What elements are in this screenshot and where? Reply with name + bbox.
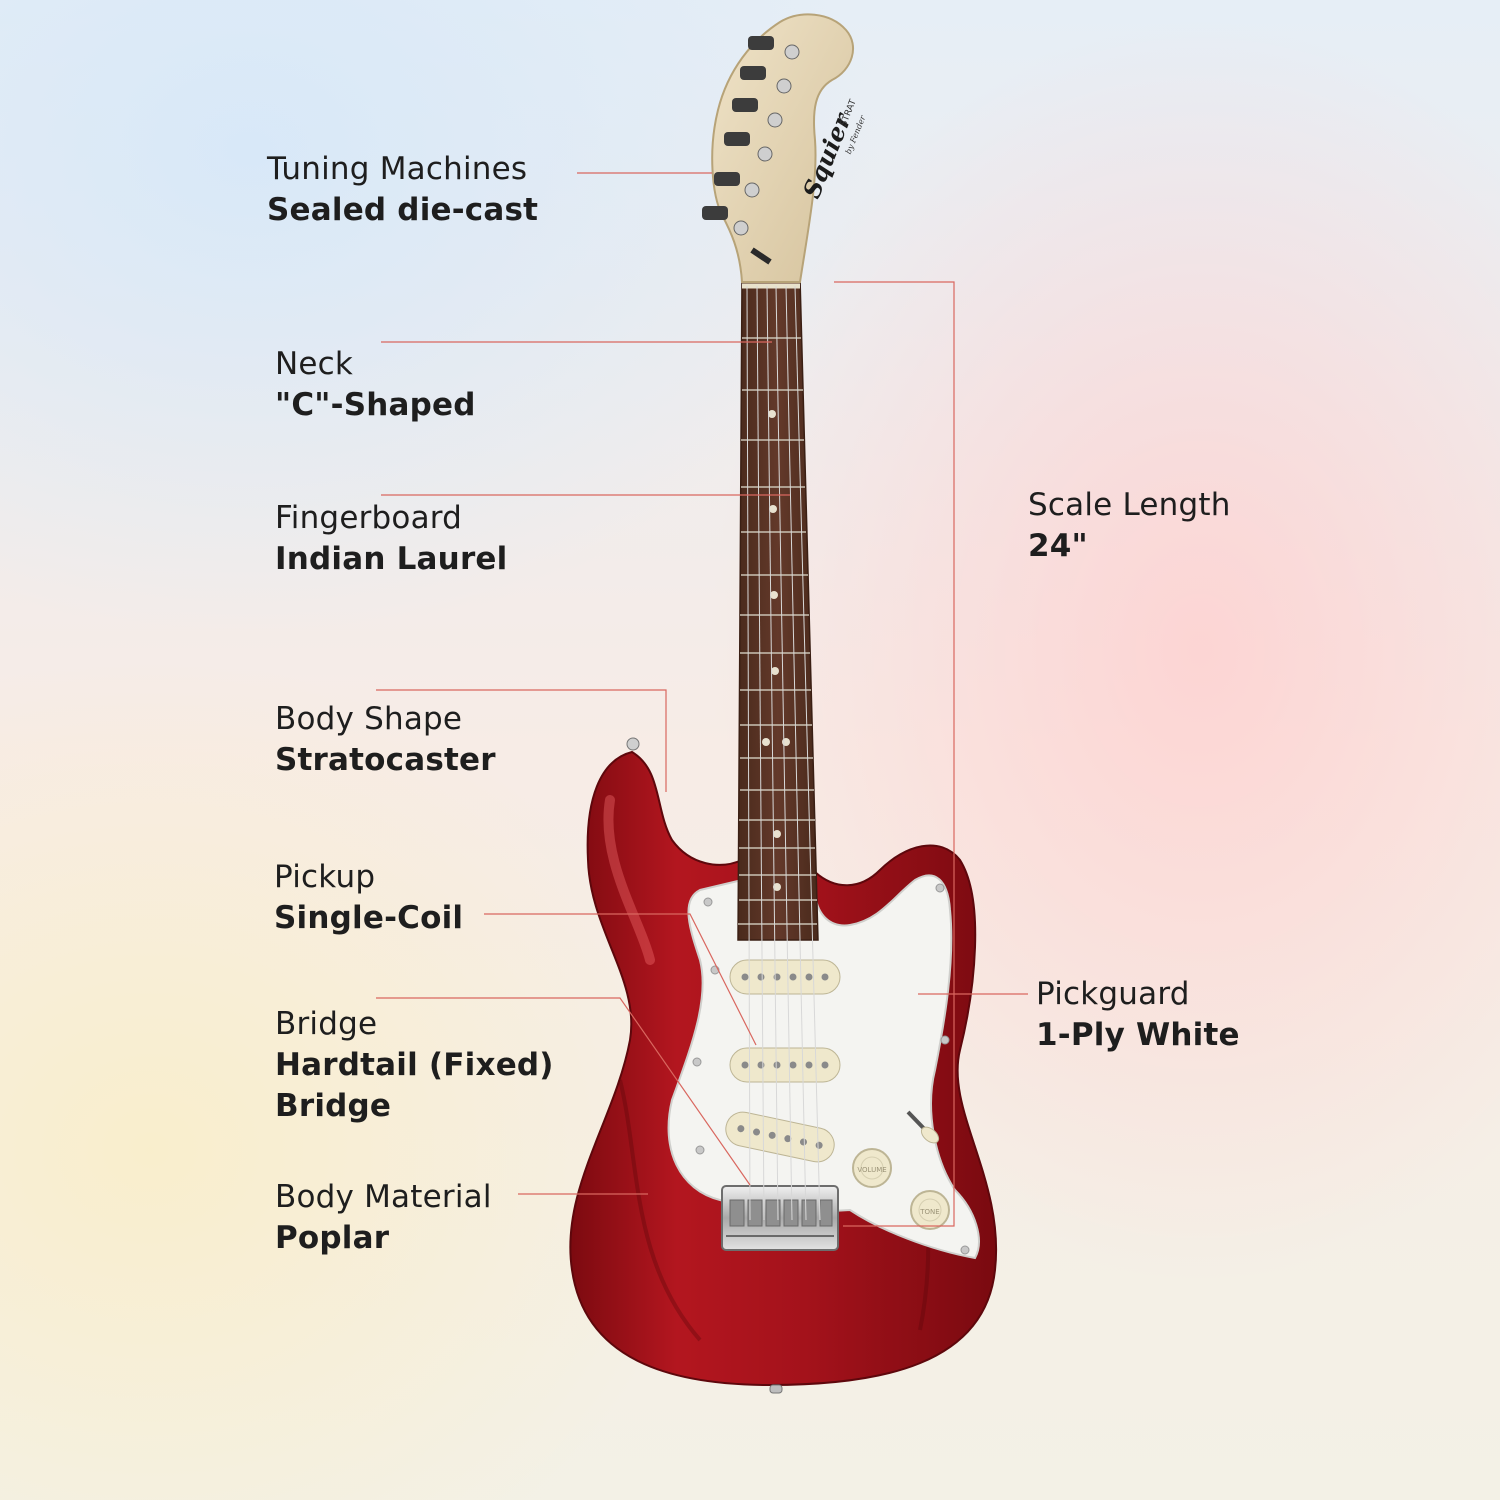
- label-pickguard: Pickguard 1-Ply White: [1036, 974, 1240, 1056]
- strap-button: [769, 1384, 783, 1394]
- label-title: Neck: [275, 346, 354, 382]
- top-strap-button: [626, 737, 640, 751]
- label-scale-length: Scale Length 24": [1028, 485, 1231, 567]
- label-value: "C"-Shaped: [275, 387, 476, 423]
- tone-knob-label: TONE: [919, 1208, 939, 1216]
- label-body-shape: Body Shape Stratocaster: [275, 699, 496, 781]
- strings: [746, 285, 821, 1221]
- label-value: Hardtail (Fixed): [275, 1047, 554, 1083]
- label-title: Fingerboard: [275, 500, 463, 536]
- label-body-material: Body Material Poplar: [275, 1177, 492, 1259]
- frets: [738, 337, 817, 925]
- string-tree: [750, 247, 772, 265]
- label-title: Pickguard: [1036, 976, 1190, 1012]
- label-title: Body Shape: [275, 701, 463, 737]
- label-title: Bridge: [275, 1006, 378, 1042]
- leader-lines: [376, 172, 1028, 1227]
- label-value: Stratocaster: [275, 742, 496, 778]
- label-title: Tuning Machines: [267, 151, 528, 187]
- label-value: Poplar: [275, 1220, 390, 1256]
- pickup-selector-switch: [906, 1110, 940, 1144]
- middle-pickup: [729, 1047, 841, 1083]
- label-bridge: Bridge Hardtail (Fixed) Bridge: [275, 1004, 554, 1127]
- label-value: 24": [1028, 528, 1088, 564]
- label-title: Scale Length: [1028, 487, 1231, 523]
- tuning-pegs: [702, 36, 800, 236]
- body-highlight: [603, 795, 655, 965]
- label-fingerboard: Fingerboard Indian Laurel: [275, 498, 507, 580]
- label-pickup: Pickup Single-Coil: [274, 857, 463, 939]
- leader-scale-length: [834, 281, 955, 1227]
- tone-knob: [910, 1190, 950, 1230]
- volume-knob-label: VOLUME: [857, 1166, 886, 1174]
- leader-pickup: [484, 913, 757, 1046]
- label-value: Sealed die-cast: [267, 192, 539, 228]
- label-value: Indian Laurel: [275, 541, 508, 577]
- label-title: Pickup: [274, 859, 376, 895]
- label-value-line2: Bridge: [275, 1088, 392, 1124]
- hardtail-bridge: [721, 1185, 839, 1251]
- label-neck: Neck "C"-Shaped: [275, 344, 476, 426]
- bridge-pickup: [725, 1111, 835, 1163]
- label-tuning-machines: Tuning Machines Sealed die-cast: [267, 149, 538, 231]
- volume-knob: [852, 1148, 892, 1188]
- label-value: 1-Ply White: [1036, 1017, 1240, 1053]
- leader-body-shape: [376, 689, 667, 792]
- neck-pickup: [729, 959, 841, 995]
- leader-bridge: [376, 997, 751, 1186]
- label-value: Single-Coil: [274, 900, 464, 936]
- headstock: [711, 13, 855, 283]
- label-title: Body Material: [275, 1179, 492, 1215]
